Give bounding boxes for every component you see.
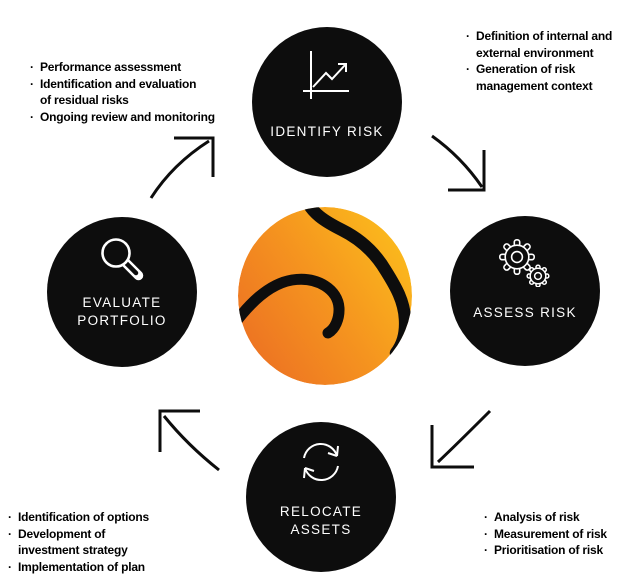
arrow-relocate-to-evaluate xyxy=(158,409,220,472)
annotation-text: Definition of internal and external envi… xyxy=(476,29,613,60)
annotation-text: Generation of risk management context xyxy=(476,62,593,93)
annotation-text: Prioritisation of risk xyxy=(494,543,603,557)
bullet-marker: · xyxy=(30,109,34,124)
arrow-evaluate-to-identify xyxy=(149,136,215,199)
list-item: · Analysis of risk xyxy=(484,509,607,526)
annotation-text: Implementation of plan xyxy=(18,559,145,574)
bullet-marker: · xyxy=(8,559,12,574)
bullet-marker: · xyxy=(484,510,488,524)
list-item: · Measurement of risk xyxy=(484,526,607,543)
annotation-text: Identification of options xyxy=(18,510,149,524)
cycle-node-label: ASSESS RISK xyxy=(473,305,577,320)
bullet-marker: · xyxy=(466,62,470,76)
list-item: · Performance assessment xyxy=(30,59,215,76)
bullet-marker: · xyxy=(466,29,470,43)
annotation-top-left: · Performance assessment · Identificatio… xyxy=(30,59,215,125)
bullet-marker: · xyxy=(8,510,12,524)
arrow-identify-to-assess xyxy=(431,134,486,192)
list-item: · Prioritisation of risk xyxy=(484,542,607,559)
list-item: · Implementation of plan xyxy=(8,559,149,576)
bullet-marker: · xyxy=(484,543,488,557)
gears-icon xyxy=(499,239,550,287)
list-item: · Development of investment strategy xyxy=(8,526,149,559)
annotation-text: Development of investment strategy xyxy=(18,526,128,558)
cycle-node-relocate-assets: RELOCATE ASSETS xyxy=(246,422,396,572)
arrow-assess-to-relocate xyxy=(430,409,492,469)
cycle-node-identify-risk: IDENTIFY RISK xyxy=(252,27,402,177)
orange-s-logo xyxy=(238,207,412,385)
bullet-marker: · xyxy=(484,526,488,541)
annotation-bottom-right: · Analysis of risk · Measurement of risk… xyxy=(484,509,607,559)
annotation-text: Analysis of risk xyxy=(494,510,580,524)
annotation-top-right: · Definition of internal and external en… xyxy=(466,28,612,94)
annotation-bottom-left: · Identification of options · Developmen… xyxy=(8,509,149,575)
bullet-marker: · xyxy=(30,60,34,74)
list-item: · Identification of options xyxy=(8,509,149,526)
list-item: · Definition of internal and external en… xyxy=(466,28,612,61)
list-item: · Ongoing review and monitoring xyxy=(30,109,215,126)
magnifier-icon xyxy=(101,238,144,281)
cycle-node-label: RELOCATE ASSETS xyxy=(279,504,363,537)
bullet-marker: · xyxy=(8,526,12,541)
annotation-text: Ongoing review and monitoring xyxy=(40,109,215,124)
cycle-node-evaluate-portfolio: EVALUATE PORTFOLIO xyxy=(47,217,197,367)
cycle-node-label: EVALUATE PORTFOLIO xyxy=(77,295,167,328)
list-item: · Generation of risk management context xyxy=(466,61,612,94)
list-item: · Identification and evaluation of resid… xyxy=(30,76,215,109)
refresh-arrows-icon xyxy=(303,442,339,482)
annotation-text: Measurement of risk xyxy=(494,526,607,541)
annotation-text: Identification and evaluation of residua… xyxy=(40,76,197,108)
line-chart-icon xyxy=(303,51,349,99)
bullet-marker: · xyxy=(30,76,34,91)
annotation-text: Performance assessment xyxy=(40,60,182,74)
cycle-node-assess-risk: ASSESS RISK xyxy=(450,216,600,366)
cycle-node-label: IDENTIFY RISK xyxy=(270,124,384,139)
